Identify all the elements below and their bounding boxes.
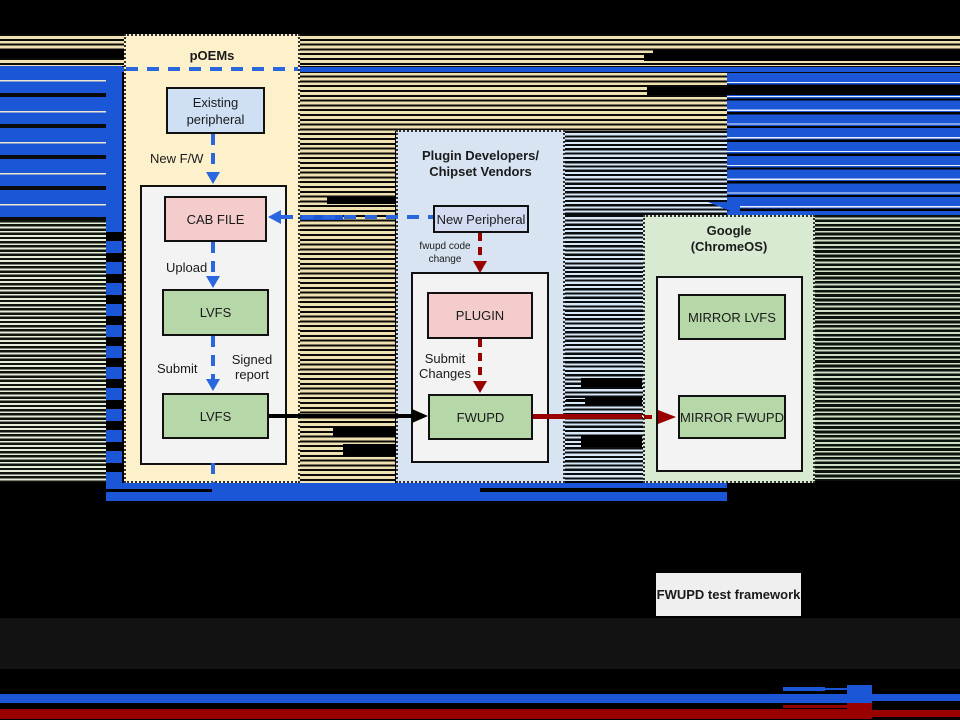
glitch-red-block [847,703,872,719]
mirror-fwupd-label: MIRROR FWUPD [680,409,784,425]
new-peripheral-label: New Peripheral [436,211,526,227]
glitch-black-mark-c [343,444,395,456]
arrow-newperipheral-to-cab-line [281,215,433,219]
mirror-fwupd-box: MIRROR FWUPD [678,395,786,439]
fwupd-code-change-label: fwupd code change [419,241,471,265]
arrow-fwupd-to-mirror-dashes [644,415,658,419]
glitch-blue-dashed-column [106,220,122,483]
new-fw-label: New F/W [150,151,204,166]
glitch-stripe-green-left [0,220,106,482]
signed-report-label: Signed report [231,352,273,382]
glitch-black-mark-a [327,197,395,204]
glitch-stripe-mid-right [395,66,727,131]
plugin-box: PLUGIN [427,292,533,339]
test-framework-box: FWUPD test framework [656,573,801,616]
existing-peripheral-box: Existing peripheral [166,87,265,134]
glitch-black-mark-e [585,397,642,405]
plugin-panel-title-line1: Plugin Developers/ [421,148,540,163]
glitch-blue-block [847,685,872,703]
glitch-blue-bands-right [727,73,960,215]
arrow-fwupd-to-mirror-head [658,410,676,424]
glitch-blue-wedge [708,202,740,215]
lvfs-bottom-label: LVFS [199,408,232,424]
glitch-black-bar-1 [653,50,960,61]
glitch-red-bar-left [0,709,847,719]
poems-divider-dashed-line [126,67,298,71]
arrow-existing-to-cab-head [206,172,220,184]
glitch-bottom-blue-band-notch-2 [480,488,727,492]
mirror-lvfs-box: MIRROR LVFS [678,294,786,340]
glitch-black-bar-top-left [0,49,124,58]
test-framework-label: FWUPD test framework [656,587,801,602]
glitch-red-bar-right [872,710,960,717]
glitch-black-mark-b [333,427,395,437]
lvfs-top-box: LVFS [162,289,269,336]
glitch-dark-band [0,618,960,669]
lvfs-bottom-box: LVFS [162,393,269,439]
plugin-label: PLUGIN [455,308,505,323]
arrow-plugin-to-fwupd-head [473,381,487,393]
existing-peripheral-label: Existing peripheral [186,94,245,127]
arrow-lvfs-to-lvfs-line [211,336,215,379]
glitch-bottom-blue-band-notch-1 [106,489,212,492]
glitch-blue-bar-right [872,694,960,701]
glitch-blue-region-left [0,66,106,220]
arrow-newperipheral-to-plugin-line [478,233,482,261]
glitch-stripe-mid-column [300,66,395,483]
mirror-lvfs-label: MIRROR LVFS [688,309,776,325]
glitch-blue-line [0,67,960,72]
glitch-blue-bar-left [0,694,847,703]
arrow-plugin-to-fwupd-line [478,339,482,381]
arrow-newperipheral-to-plugin-head [473,261,487,273]
glitch-red-tick [783,705,847,708]
glitch-black-mark-f [566,399,585,402]
arrow-cab-to-lvfs-line [211,242,215,276]
glitch-blue-tick-2 [825,688,847,690]
glitch-blue-tick-1 [783,687,825,691]
plugin-panel-title-line2: Chipset Vendors [429,164,532,179]
arrow-lvfs-to-lvfs-head [206,379,220,391]
glitch-black-bar-2 [647,87,960,95]
lvfs-top-label: LVFS [199,305,232,320]
arrow-lvfs-to-fwupd-line [269,414,412,418]
arrow-newperipheral-to-cab-head [268,210,281,224]
poems-bottom-dashed-line [211,463,215,488]
glitch-black-mark-d [581,378,642,387]
fwupd-box: FWUPD [428,394,533,440]
glitch-blue-column-left [106,66,122,220]
glitch-black-bar-1-notch [644,54,653,61]
glitch-black-mark-g [581,435,642,447]
arrow-fwupd-to-mirror-line [533,414,642,419]
fwupd-label: FWUPD [456,409,505,425]
poems-panel-title: pOEMs [189,48,235,63]
google-panel-title-line2: (ChromeOS) [690,239,768,254]
cab-file-box: CAB FILE [164,196,267,242]
arrow-existing-to-cab-line [211,134,215,172]
submit-label: Submit [157,361,198,376]
submit-changes-label: Submit Changes [418,351,472,381]
arrow-lvfs-to-fwupd-head [412,409,428,423]
glitch-stripe-lightblue-upper [565,131,727,215]
new-peripheral-box: New Peripheral [433,205,529,233]
arrow-cab-to-lvfs-head [206,276,220,288]
upload-label: Upload [166,260,208,275]
cab-file-label: CAB FILE [186,211,245,227]
glitch-bottom-blue-band [106,483,727,501]
google-panel-title-line1: Google [706,223,752,238]
glitch-stripe-darkgreen-right [815,215,960,481]
